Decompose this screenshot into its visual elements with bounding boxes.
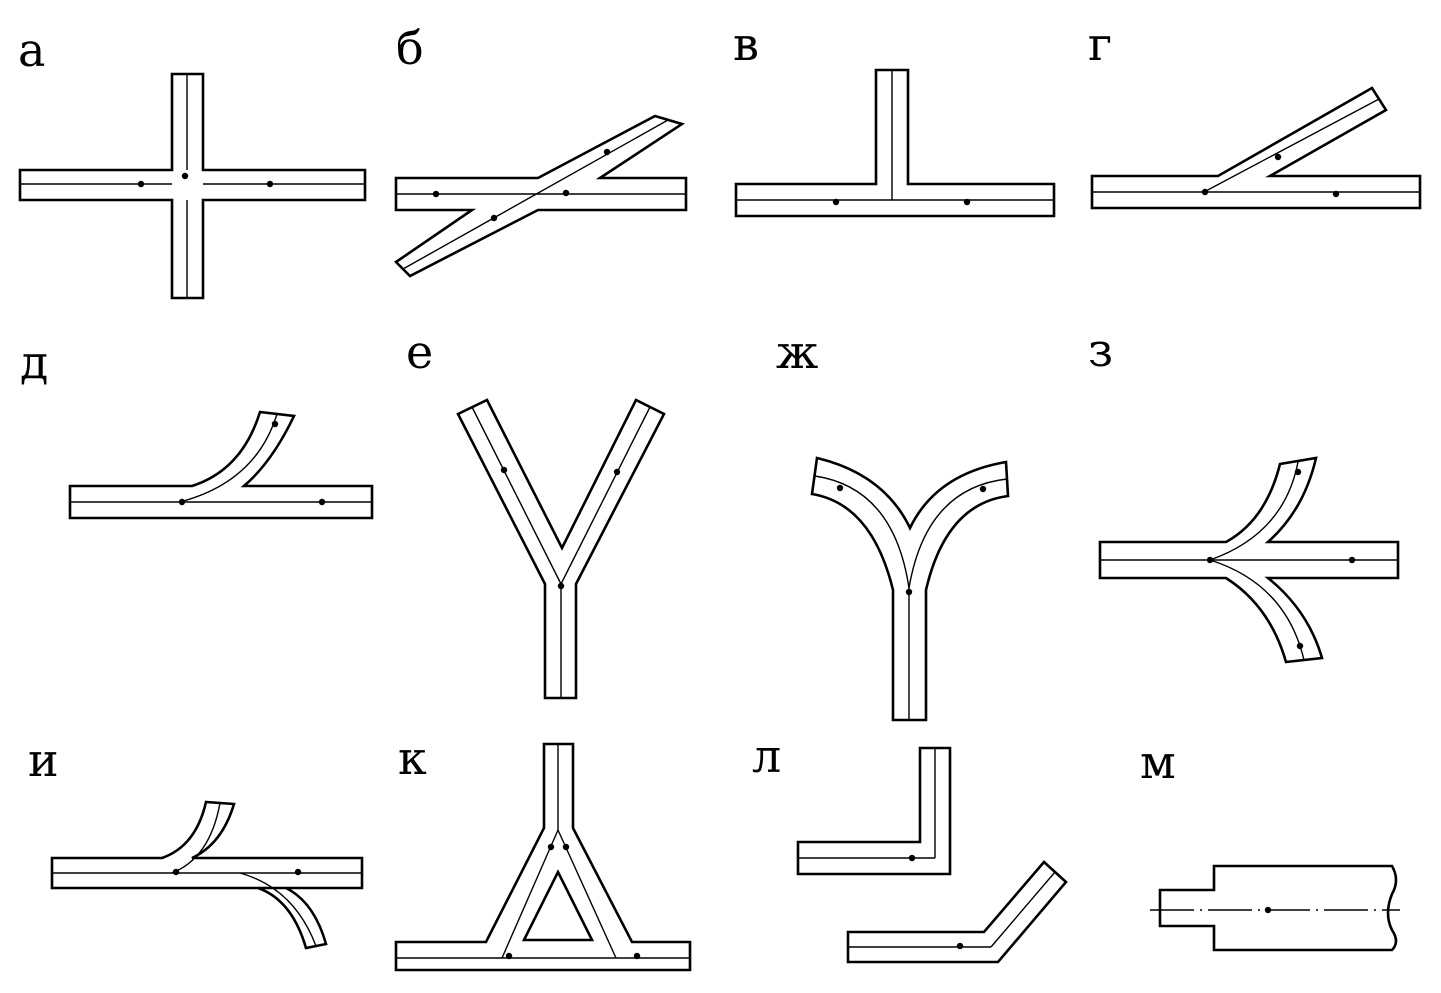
panel-label-i: и xyxy=(28,733,59,787)
panel-label-e: е xyxy=(406,325,433,379)
panel-label-m: м xyxy=(1140,735,1176,789)
panel-label-z: з xyxy=(1088,323,1113,377)
panel-g-oblique-branch xyxy=(1090,86,1422,210)
panel-label-l: л xyxy=(752,729,781,783)
panel-label-zh: ж xyxy=(776,325,818,379)
panel-z-double-curved-branch xyxy=(1098,456,1400,664)
panel-label-v: в xyxy=(733,17,759,71)
panel-a-cross-junction xyxy=(18,72,367,300)
panel-b-oblique-crossing xyxy=(393,114,688,278)
panel-label-d: д xyxy=(20,335,48,389)
panel-m-reducer xyxy=(1150,864,1400,952)
panel-label-b: б xyxy=(396,21,424,75)
panel-label-k: к xyxy=(398,731,427,785)
panel-zh-curved-y-junction xyxy=(810,456,1010,722)
panel-e-y-junction xyxy=(456,398,666,700)
panel-l-corners xyxy=(796,746,1068,964)
panel-k-triangle-junction xyxy=(394,742,692,972)
panel-i-staggered-branches xyxy=(50,800,364,950)
panel-label-a: а xyxy=(18,23,45,77)
panel-v-t-junction xyxy=(734,68,1056,218)
panel-label-g: г xyxy=(1088,17,1112,71)
panel-d-curved-branch xyxy=(68,410,374,520)
